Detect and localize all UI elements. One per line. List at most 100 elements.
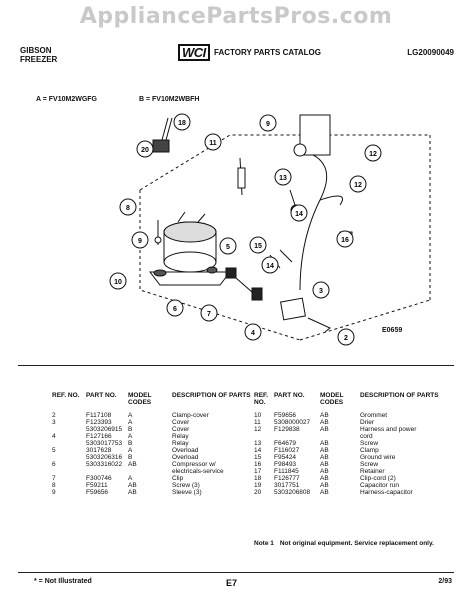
cell-model: AB xyxy=(320,482,329,489)
cell-part xyxy=(86,468,128,475)
cell-model: B xyxy=(128,426,133,433)
cell-desc: Screw xyxy=(360,440,379,447)
cell-model: AB xyxy=(320,489,329,496)
cell-part: F111845 xyxy=(274,468,299,475)
cell-part: 5303206915 xyxy=(86,426,123,433)
note-label: Note 1 xyxy=(254,540,274,547)
cell-ref xyxy=(52,426,86,433)
callouts: 18 20 11 9 12 12 13 14 8 9 5 15 14 16 10… xyxy=(109,113,382,346)
cell-part: F300746 xyxy=(86,475,112,482)
callout-8: 8 xyxy=(126,205,130,212)
cell-part: 3017751 xyxy=(274,482,300,489)
table-row: cord xyxy=(254,433,446,440)
cell-part: F123393 xyxy=(86,419,112,426)
callout-circle-10 xyxy=(109,272,127,290)
cell-ref: 20 xyxy=(254,489,262,496)
callout-circle-20 xyxy=(136,140,154,158)
cell-part: 5303206316 xyxy=(86,454,123,461)
cell-model xyxy=(128,468,172,475)
callout-4: 4 xyxy=(251,330,255,337)
callout-circle-17 xyxy=(336,230,354,248)
cell-part: F126777 xyxy=(274,475,300,482)
variant-a: A = FV10M2WGFG xyxy=(36,96,98,103)
cell-ref: 13 xyxy=(254,440,262,447)
cell-model: AB xyxy=(320,419,329,426)
catalog-title: FACTORY PARTS CATALOG xyxy=(214,48,321,57)
divider-bottom xyxy=(18,572,454,573)
cell-part: 5303316022 xyxy=(86,461,123,468)
cell-desc: Capacitor run xyxy=(360,482,400,489)
retainer-17 xyxy=(293,143,307,157)
cell-ref: 15 xyxy=(254,454,262,461)
cell-part: F117108 xyxy=(86,412,112,419)
footer-date: 2/93 xyxy=(438,578,452,585)
cell-model: AB xyxy=(320,426,329,433)
callout-13: 13 xyxy=(279,175,287,182)
cell-desc: Overload xyxy=(172,454,199,461)
cell-model: A xyxy=(128,475,133,482)
parts-table-left: REF. NO. PART NO. MODEL CODES DESCRIPTIO… xyxy=(52,392,252,496)
callout-circle-12b xyxy=(349,175,367,193)
callout-circle-16 xyxy=(249,236,267,254)
cell-ref xyxy=(254,433,274,440)
brand-line-2: FREEZER xyxy=(20,55,58,64)
cover-3 xyxy=(280,297,306,321)
cell-desc: Harness-capacitor xyxy=(360,489,413,496)
cell-model: AB xyxy=(320,412,329,419)
cell-part: F129838 xyxy=(274,426,300,433)
cell-ref: 9 xyxy=(52,489,56,496)
capacitor-19 xyxy=(152,117,173,153)
callout-circle-9a xyxy=(259,114,277,132)
callout-9a: 9 xyxy=(266,121,270,128)
cell-model: A xyxy=(128,419,133,426)
cell-ref: 2 xyxy=(52,412,56,419)
callout-circle-6 xyxy=(166,299,184,317)
cabinet-outline xyxy=(139,134,431,341)
callout-10: 10 xyxy=(114,279,122,286)
cell-desc: Harness and power xyxy=(360,426,417,433)
clip-7 xyxy=(235,277,253,293)
cell-model: AB xyxy=(320,461,329,468)
cell-part: F98493 xyxy=(274,461,297,468)
note: Note 1 Not original equipment. Service r… xyxy=(254,540,444,547)
figure-code: E0659 xyxy=(382,327,403,334)
cell-desc: cord xyxy=(360,433,373,440)
parts-table-right: REF. NO. PART NO. MODEL CODES DESCRIPTIO… xyxy=(254,392,446,496)
cell-desc: Grommet xyxy=(360,412,388,419)
cell-part: 5308000027 xyxy=(274,419,311,426)
cell-desc: Ground wire xyxy=(360,454,396,461)
callout-6: 6 xyxy=(173,306,177,313)
cell-part: F59211 xyxy=(86,482,108,489)
callout-circle-3 xyxy=(312,281,330,299)
wci-logo: WCI xyxy=(178,44,214,61)
cell-model: AB xyxy=(128,482,137,489)
cell-desc: Screw (3) xyxy=(172,482,200,489)
cell-desc: Compressor w/ xyxy=(172,461,216,468)
cell-part: F59656 xyxy=(274,412,297,419)
callout-circle-15 xyxy=(261,256,279,274)
cell-model: AB xyxy=(320,475,329,482)
footer-page: E7 xyxy=(226,578,238,588)
grommet-10 xyxy=(153,266,218,277)
callout-circle-4 xyxy=(244,323,262,341)
cell-part: F64679 xyxy=(274,440,297,447)
callout-circle-7 xyxy=(200,304,218,322)
cell-desc: Clamp-cover xyxy=(172,412,209,419)
cell-model: AB xyxy=(320,468,329,475)
callout-2: 2 xyxy=(344,335,348,342)
clamp-cover-2 xyxy=(307,317,331,333)
callout-15: 14 xyxy=(266,263,274,270)
cell-model: B xyxy=(128,440,133,447)
relay-5 xyxy=(225,267,237,279)
callout-12b: 12 xyxy=(354,182,362,189)
